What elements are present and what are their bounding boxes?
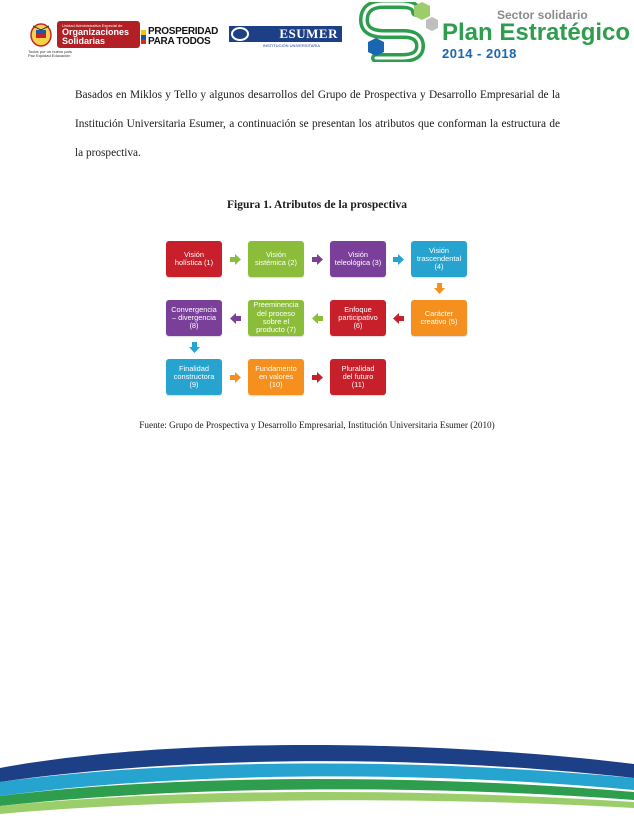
plan-estrategico-s-logo: [358, 2, 438, 62]
flow-arrow-icon: [311, 312, 323, 324]
prosperidad-para-todos-logo: PROSPERIDAD PARA TODOS: [141, 26, 222, 47]
header-logos: Unidad Administrativa Especial de Organi…: [0, 0, 634, 70]
esumer-name: ESUMER: [229, 26, 342, 42]
attribute-node-5: Carácter creativo (5): [411, 300, 467, 336]
org-subtext: Todos por un nuevo país Paz Equidad Educ…: [28, 49, 72, 58]
footer-swoosh-decoration: [0, 744, 634, 814]
flow-arrow-icon: [311, 253, 323, 265]
figure-source: Fuente: Grupo de Prospectiva y Desarroll…: [139, 420, 495, 430]
esumer-logo: ESUMER INSTITUCIÓN UNIVERSITARIA: [229, 26, 342, 48]
flow-arrow-icon: [311, 371, 323, 383]
sector-solidario-text: Sector solidario: [497, 8, 588, 22]
flow-arrow-icon: [229, 312, 241, 324]
organizaciones-solidarias-logo: Unidad Administrativa Especial de Organi…: [57, 21, 140, 48]
esumer-subtitle: INSTITUCIÓN UNIVERSITARIA: [263, 43, 321, 48]
attribute-node-7: Preeminencia del proceso sobre el produc…: [248, 300, 304, 336]
plan-estrategico-title: Plan Estratégico: [442, 19, 631, 46]
flow-arrow-icon: [433, 283, 445, 294]
attribute-node-4: Visión trascendental (4): [411, 241, 467, 277]
attribute-node-2: Visión sistémica (2): [248, 241, 304, 277]
flow-arrow-icon: [393, 253, 404, 265]
org-small-text: Unidad Administrativa Especial de: [62, 23, 123, 28]
plan-years: 2014 - 2018: [442, 46, 517, 61]
attribute-node-3: Visión teleológica (3): [330, 241, 386, 277]
flow-arrow-icon: [393, 312, 404, 324]
flow-arrow-icon: [188, 342, 200, 353]
attribute-node-11: Pluralidad del futuro (11): [330, 359, 386, 395]
intro-paragraph: Basados en Miklos y Tello y algunos desa…: [75, 89, 560, 159]
attribute-node-8: Convergencia – divergencia (8): [166, 300, 222, 336]
flow-arrow-icon: [229, 371, 241, 383]
colombia-coat-of-arms-logo: [30, 23, 52, 47]
attribute-node-10: Fundamento en valores (10): [248, 359, 304, 395]
attribute-node-6: Enfoque participativo (6): [330, 300, 386, 336]
attribute-node-1: Visión holística (1): [166, 241, 222, 277]
flow-arrow-icon: [229, 253, 241, 265]
prosperidad-text: PROSPERIDAD PARA TODOS: [148, 26, 219, 47]
org-name: Organizaciones Solidarias: [62, 27, 130, 46]
esumer-name-text: ESUMER: [279, 26, 338, 41]
flag-stripe: [141, 30, 146, 44]
attribute-node-9: Finalidad constructora (9): [166, 359, 222, 395]
esumer-emblem-icon: [231, 27, 249, 41]
figure-title: Figura 1. Atributos de la prospectiva: [227, 199, 407, 211]
